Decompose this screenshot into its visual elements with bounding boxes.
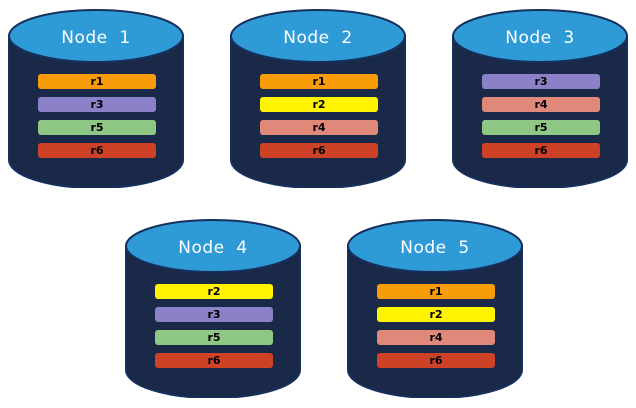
replica-r4[interactable]: r4 [377,330,495,345]
replica-r6[interactable]: r6 [377,353,495,368]
replica-r6[interactable]: r6 [155,353,273,368]
replica-r2[interactable]: r2 [155,284,273,299]
replica-stack: r1 r2 r4 r6 [260,74,378,158]
replica-r5[interactable]: r5 [155,330,273,345]
replica-r2[interactable]: r2 [260,97,378,112]
replica-stack: r1 r3 r5 r6 [38,74,156,158]
replica-stack: r1 r2 r4 r6 [377,284,495,368]
replica-r6[interactable]: r6 [38,143,156,158]
replica-stack: r2 r3 r5 r6 [155,284,273,368]
replica-r4[interactable]: r4 [260,120,378,135]
replica-r1[interactable]: r1 [377,284,495,299]
replica-r5[interactable]: r5 [38,120,156,135]
replica-r4[interactable]: r4 [482,97,600,112]
replica-stack: r3 r4 r5 r6 [482,74,600,158]
replica-r6[interactable]: r6 [482,143,600,158]
replica-r3[interactable]: r3 [38,97,156,112]
replica-r3[interactable]: r3 [155,307,273,322]
replica-r6[interactable]: r6 [260,143,378,158]
replica-r1[interactable]: r1 [38,74,156,89]
replica-r1[interactable]: r1 [260,74,378,89]
replica-r5[interactable]: r5 [482,120,600,135]
replica-r3[interactable]: r3 [482,74,600,89]
replica-r2[interactable]: r2 [377,307,495,322]
